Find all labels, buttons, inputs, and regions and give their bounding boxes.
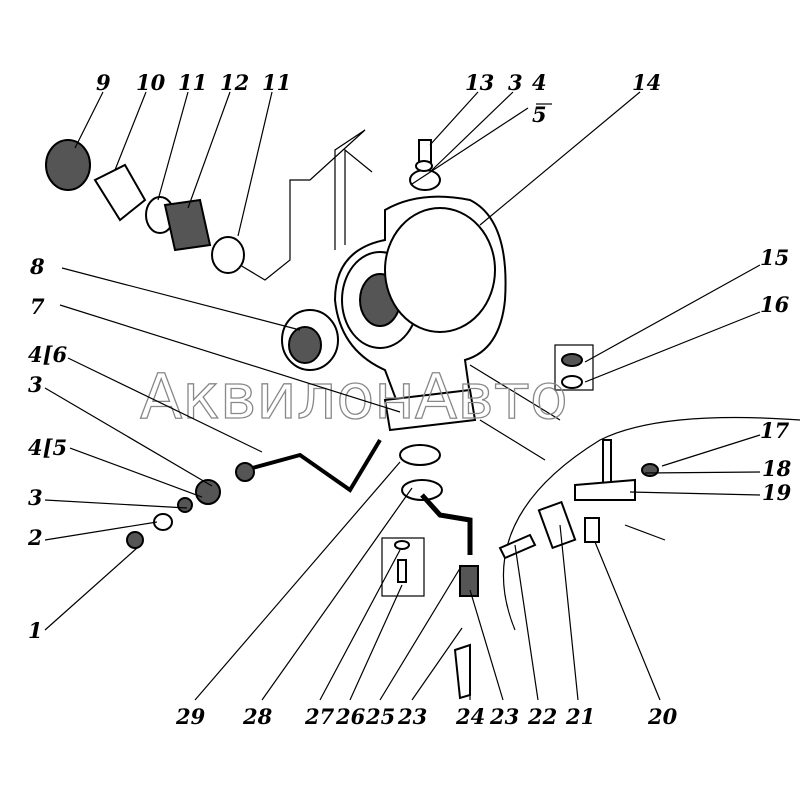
- label-11: 11: [262, 70, 291, 95]
- label-13: 13: [465, 70, 494, 95]
- bracket-parts: [469, 344, 800, 631]
- label-26: 26: [335, 704, 366, 729]
- label-4-5: 4[5: [28, 435, 67, 460]
- callout-labels: 9 10 11 12 11 13 3 4 5 14 8 7 4[6 3 4[5 …: [27, 70, 792, 729]
- label-17: 17: [760, 418, 790, 443]
- label-1: 1: [28, 618, 43, 643]
- label-2: 2: [27, 525, 43, 550]
- label-20: 20: [647, 704, 678, 729]
- label-12: 12: [220, 70, 249, 95]
- label-27: 27: [304, 704, 335, 729]
- oil-line-parts: [126, 438, 479, 700]
- label-22: 22: [527, 704, 557, 729]
- label-8: 8: [29, 254, 45, 279]
- label-4: 4: [532, 70, 547, 95]
- label-9: 9: [96, 70, 111, 95]
- label-28: 28: [242, 704, 273, 729]
- label-23: 23: [489, 704, 519, 729]
- label-25: 25: [365, 704, 395, 729]
- label-21: 21: [565, 704, 595, 729]
- label-4-6: 4[6: [28, 342, 68, 367]
- label-24: 24: [455, 704, 485, 729]
- label-7: 7: [30, 294, 45, 319]
- label-19: 19: [762, 480, 792, 505]
- label-3: 3: [508, 70, 523, 95]
- label-3: 3: [28, 485, 43, 510]
- turbocharger-assembly: [239, 129, 507, 432]
- air-intake-parts: [45, 139, 339, 371]
- label-16: 16: [760, 292, 790, 317]
- label-10: 10: [136, 70, 166, 95]
- label-15: 15: [760, 245, 789, 270]
- label-18: 18: [762, 456, 792, 481]
- leader-lines: [44, 91, 761, 701]
- label-3: 3: [28, 372, 43, 397]
- watermark: АквилонАвто: [140, 360, 568, 433]
- label-29: 29: [175, 704, 206, 729]
- label-14: 14: [632, 70, 661, 95]
- label-11: 11: [178, 70, 207, 95]
- label-5: 5: [532, 102, 547, 127]
- label-23: 23: [397, 704, 427, 729]
